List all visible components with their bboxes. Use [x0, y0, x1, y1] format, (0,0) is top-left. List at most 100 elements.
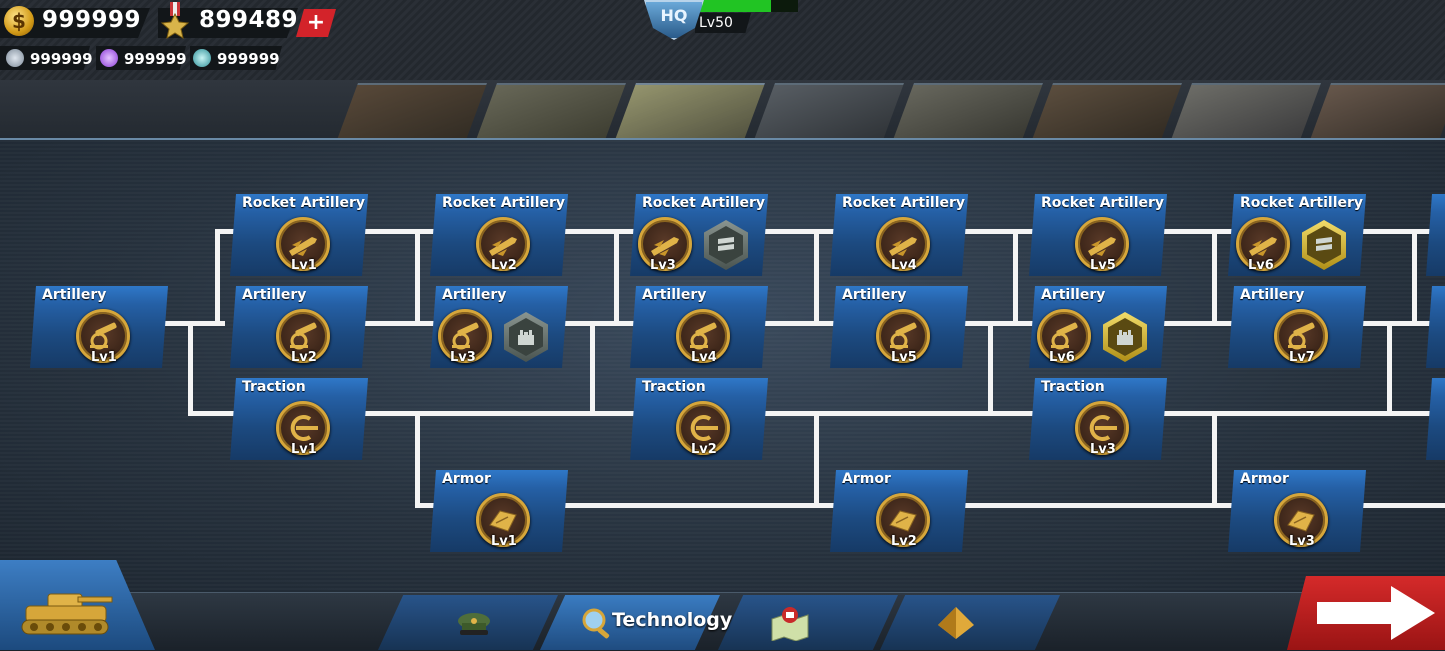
- hq-level: Lv50: [699, 15, 733, 31]
- node-level: Lv3: [1090, 442, 1116, 457]
- infantry-tab[interactable]: [337, 83, 487, 140]
- tree-node-offscreen[interactable]: [1426, 286, 1445, 368]
- node-level: Lv1: [291, 258, 317, 273]
- hq-badge[interactable]: HQ: [644, 0, 704, 40]
- node-level: Lv2: [891, 534, 917, 549]
- map-tab[interactable]: [718, 595, 898, 650]
- node-title: Traction: [1041, 379, 1105, 395]
- node-level: Lv6: [1248, 258, 1274, 273]
- medal-amount: 899489: [199, 7, 299, 33]
- traction-icon: [676, 401, 730, 455]
- map-icon: [771, 607, 809, 641]
- airforce-tab[interactable]: [893, 83, 1043, 140]
- arrow-right-icon: [1317, 586, 1435, 640]
- node-level: Lv4: [691, 350, 717, 365]
- commander-tab[interactable]: [378, 595, 558, 650]
- node-title: Artillery: [42, 287, 107, 303]
- gold-coin-icon: $: [4, 6, 34, 36]
- pyramid-tab[interactable]: [880, 595, 1060, 650]
- connector: [415, 411, 420, 508]
- antiair-tab[interactable]: [1171, 83, 1321, 140]
- traction-icon: [276, 401, 330, 455]
- connector: [1212, 411, 1217, 508]
- cannon-icon: [76, 309, 130, 363]
- technology-label: Technology: [612, 609, 733, 631]
- node-title: Artillery: [1240, 287, 1305, 303]
- tree-node-offscreen[interactable]: [1426, 378, 1445, 460]
- artillery-tab[interactable]: [615, 83, 765, 140]
- reward-badge[interactable]: [504, 312, 548, 362]
- tank-tab[interactable]: [476, 83, 626, 140]
- energy-amount: 999999: [124, 50, 187, 68]
- node-title: Artillery: [242, 287, 307, 303]
- medal-icon: [160, 2, 190, 40]
- node-title: Rocket Artillery: [842, 195, 966, 211]
- connector: [1387, 321, 1392, 416]
- pyramid-icon: [938, 607, 974, 639]
- node-title: Rocket Artillery: [442, 195, 566, 211]
- rocket-icon: [638, 217, 692, 271]
- connector: [1212, 229, 1217, 324]
- officer-cap-icon: [458, 613, 490, 635]
- cannon-icon: [876, 309, 930, 363]
- rocket-icon: [1236, 217, 1290, 271]
- navy-tab[interactable]: [754, 83, 904, 140]
- tree-node-offscreen[interactable]: [1426, 194, 1445, 276]
- armor-icon: [1274, 493, 1328, 547]
- node-level: Lv3: [650, 258, 676, 273]
- connector: [814, 229, 819, 324]
- hq-level-pill: [695, 13, 751, 33]
- cannon-icon: [1037, 309, 1091, 363]
- node-title: Rocket Artillery: [642, 195, 766, 211]
- node-level: Lv3: [450, 350, 476, 365]
- node-title: Armor: [442, 471, 491, 487]
- node-title: Armor: [842, 471, 891, 487]
- node-level: Lv7: [1289, 350, 1315, 365]
- node-level: Lv5: [891, 350, 917, 365]
- tank-icon: [21, 593, 113, 635]
- lightning-icon: [100, 49, 118, 67]
- technology-tab[interactable]: [540, 595, 720, 650]
- reward-badge[interactable]: [1103, 312, 1147, 362]
- armor-icon: [876, 493, 930, 547]
- rocket-icon: [1075, 217, 1129, 271]
- cannon-icon: [676, 309, 730, 363]
- rocket-tab[interactable]: [1310, 83, 1445, 140]
- node-level: Lv1: [291, 442, 317, 457]
- node-title: Artillery: [842, 287, 907, 303]
- node-title: Artillery: [642, 287, 707, 303]
- rocket-icon: [476, 217, 530, 271]
- gear-icon: [6, 49, 24, 67]
- node-level: Lv3: [1289, 534, 1315, 549]
- connector: [814, 411, 819, 508]
- node-title: Traction: [242, 379, 306, 395]
- rocket-icon: [276, 217, 330, 271]
- next-button[interactable]: [1287, 576, 1445, 650]
- reward-badge[interactable]: [1302, 220, 1346, 270]
- fortification-tab[interactable]: [1032, 83, 1182, 140]
- node-level: Lv6: [1049, 350, 1075, 365]
- add-medals-button[interactable]: +: [296, 9, 336, 37]
- node-title: Traction: [642, 379, 706, 395]
- node-title: Artillery: [442, 287, 507, 303]
